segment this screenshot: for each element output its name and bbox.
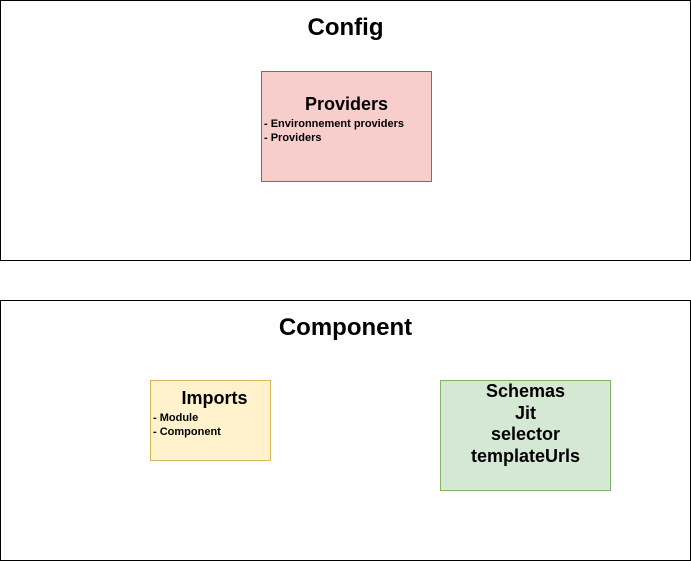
providers-list-item: - Environnement providers [264, 118, 404, 130]
component-title: Component [278, 314, 413, 341]
template-urls-line: templateUrls [470, 445, 581, 466]
providers-box: Providers - Environnement providers - Pr… [261, 71, 432, 182]
config-container: Config Providers - Environnement provide… [0, 0, 691, 261]
schemas-lines: Schemas Jit selector templateUrls [441, 381, 610, 467]
imports-list-item: - Component [153, 426, 221, 438]
imports-list-item: - Module [153, 412, 199, 424]
imports-box: Imports - Module - Component [150, 380, 271, 461]
providers-title: Providers [304, 94, 389, 114]
selector-line: selector [490, 424, 561, 444]
imports-list: - Module - Component [151, 411, 270, 439]
providers-list: - Environnement providers - Providers [262, 117, 431, 145]
schemas-line: Schemas [485, 381, 566, 401]
imports-title: Imports [181, 388, 248, 408]
config-title: Config [307, 14, 384, 41]
jit-line: Jit [514, 402, 536, 423]
schemas-box: Schemas Jit selector templateUrls [440, 380, 611, 491]
providers-list-item: - Providers [264, 132, 322, 144]
